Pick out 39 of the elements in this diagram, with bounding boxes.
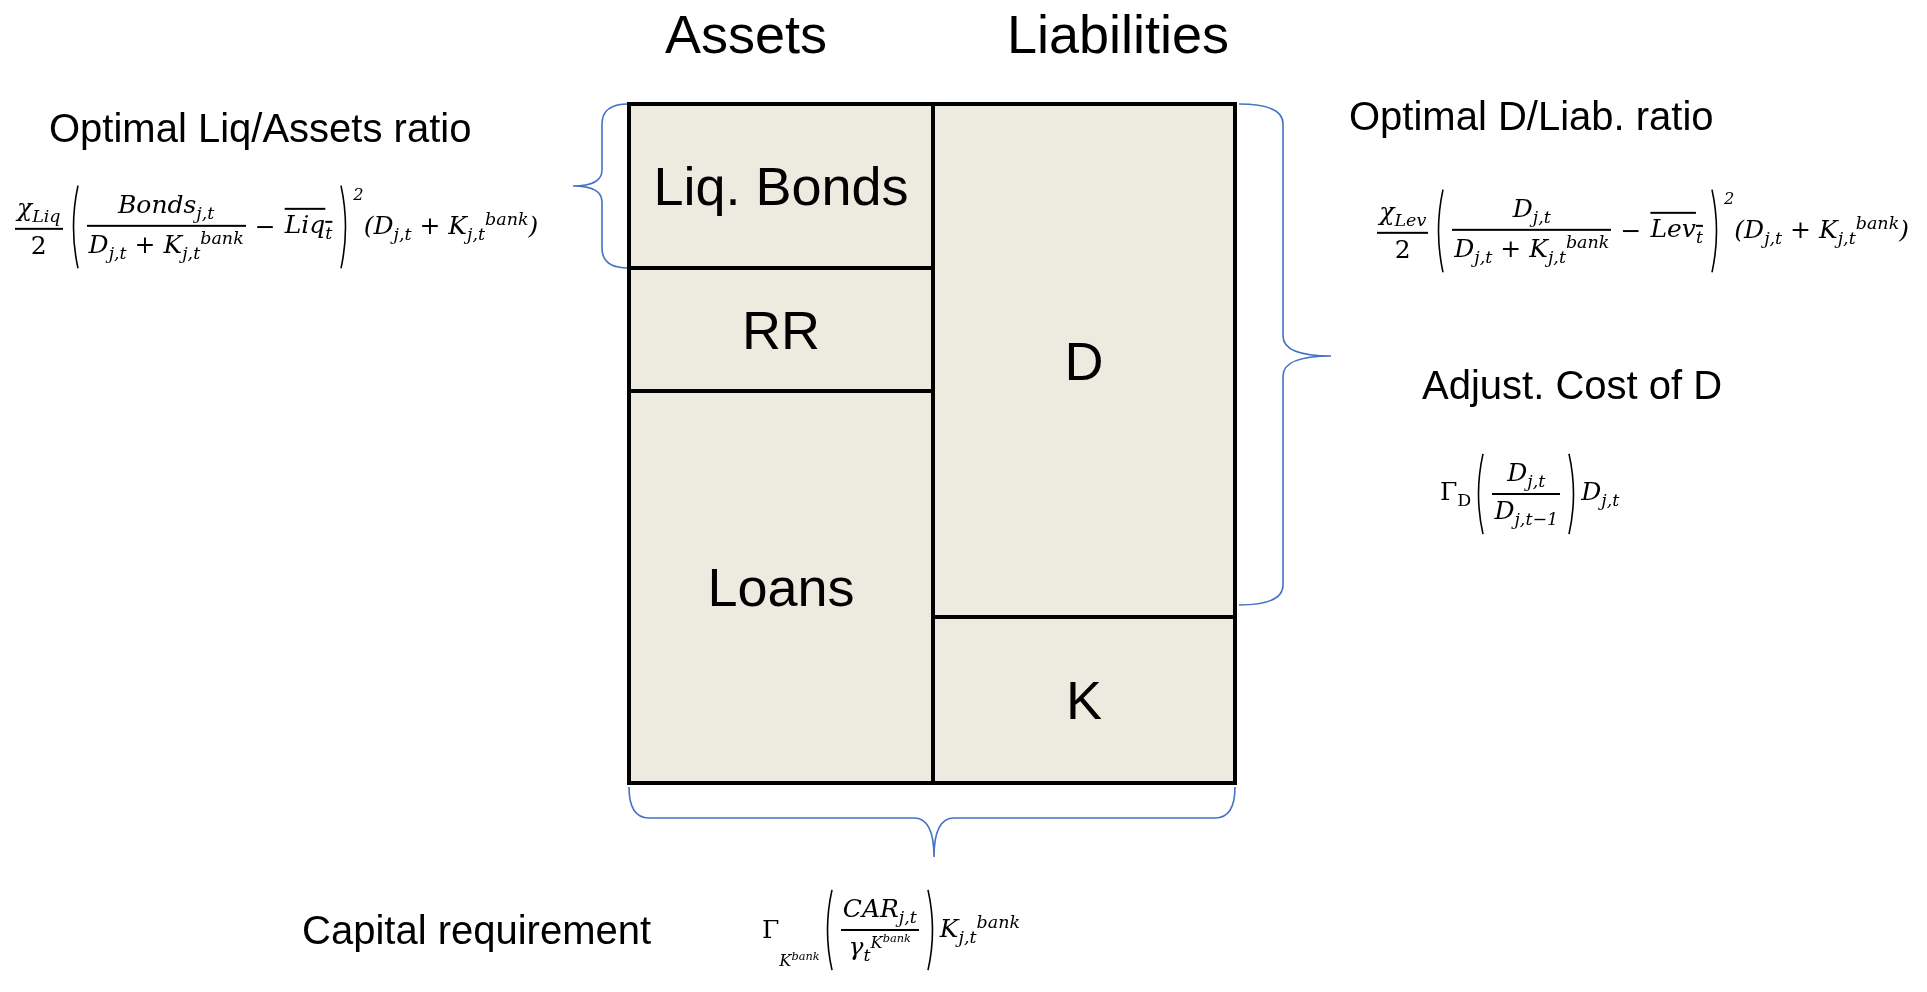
math-term: −	[1620, 216, 1642, 246]
math-term: 2	[30, 231, 47, 261]
cost-title: Capital requirement	[302, 907, 652, 953]
column-heading: Liabilities	[1006, 3, 1230, 65]
math-term: Liq$_{t}$	[284, 210, 333, 244]
cell-label: RR	[742, 298, 820, 361]
cell-label: Liq. Bonds	[653, 155, 909, 217]
math-term: Bonds$_{j,t}$	[117, 189, 215, 224]
balance-sheet-cell	[933, 104, 1235, 617]
cost-title: Optimal Liq/Assets ratio	[49, 105, 472, 151]
math-term: χ$_{Lev}$	[1379, 197, 1427, 231]
math-term: 2	[1394, 235, 1411, 265]
math-term: γ$_{t}$	[848, 932, 871, 966]
math-term: χ$_{Liq}$	[17, 193, 61, 227]
balance-sheet-cell	[629, 268, 933, 391]
cell-label: D	[1064, 329, 1104, 392]
math-term: CAR$_{j,t}$	[842, 894, 917, 928]
math-term: D$_{j,t−1}$	[1494, 496, 1559, 530]
math-term: −	[254, 212, 276, 242]
math-term: (D$_{j,t}$ + K$_{j,t}$$^{bank}$)	[363, 208, 539, 246]
math-term: D$_{j,t}$	[1581, 477, 1620, 511]
math-term: K$^{bank}$	[779, 950, 820, 971]
column-heading: Assets	[664, 3, 828, 65]
math-term: D$_{j,t}$	[1507, 458, 1546, 492]
cell-label: Loans	[707, 556, 855, 618]
balance-sheet-cell	[629, 391, 933, 783]
math-term: (D$_{j,t}$ + K$_{j,t}$$^{bank}$)	[1734, 212, 1909, 250]
cost-title: Adjust. Cost of D	[1422, 362, 1723, 408]
math-term: D$_{j,t}$	[1512, 193, 1551, 228]
math-term: 2	[1723, 188, 1735, 209]
cell-label: K	[1066, 669, 1102, 731]
cost-title: Optimal D/Liab. ratio	[1349, 93, 1714, 139]
math-term: Γ$_{D}$	[1440, 477, 1472, 511]
math-term: K$^{bank}$	[870, 932, 911, 953]
math-term: Γ	[762, 915, 780, 945]
math-term: Lev$_{t}$	[1650, 214, 1703, 248]
balance-sheet-cell	[933, 617, 1235, 783]
balance-sheet-cell	[629, 104, 933, 268]
math-term: 2	[353, 184, 364, 205]
